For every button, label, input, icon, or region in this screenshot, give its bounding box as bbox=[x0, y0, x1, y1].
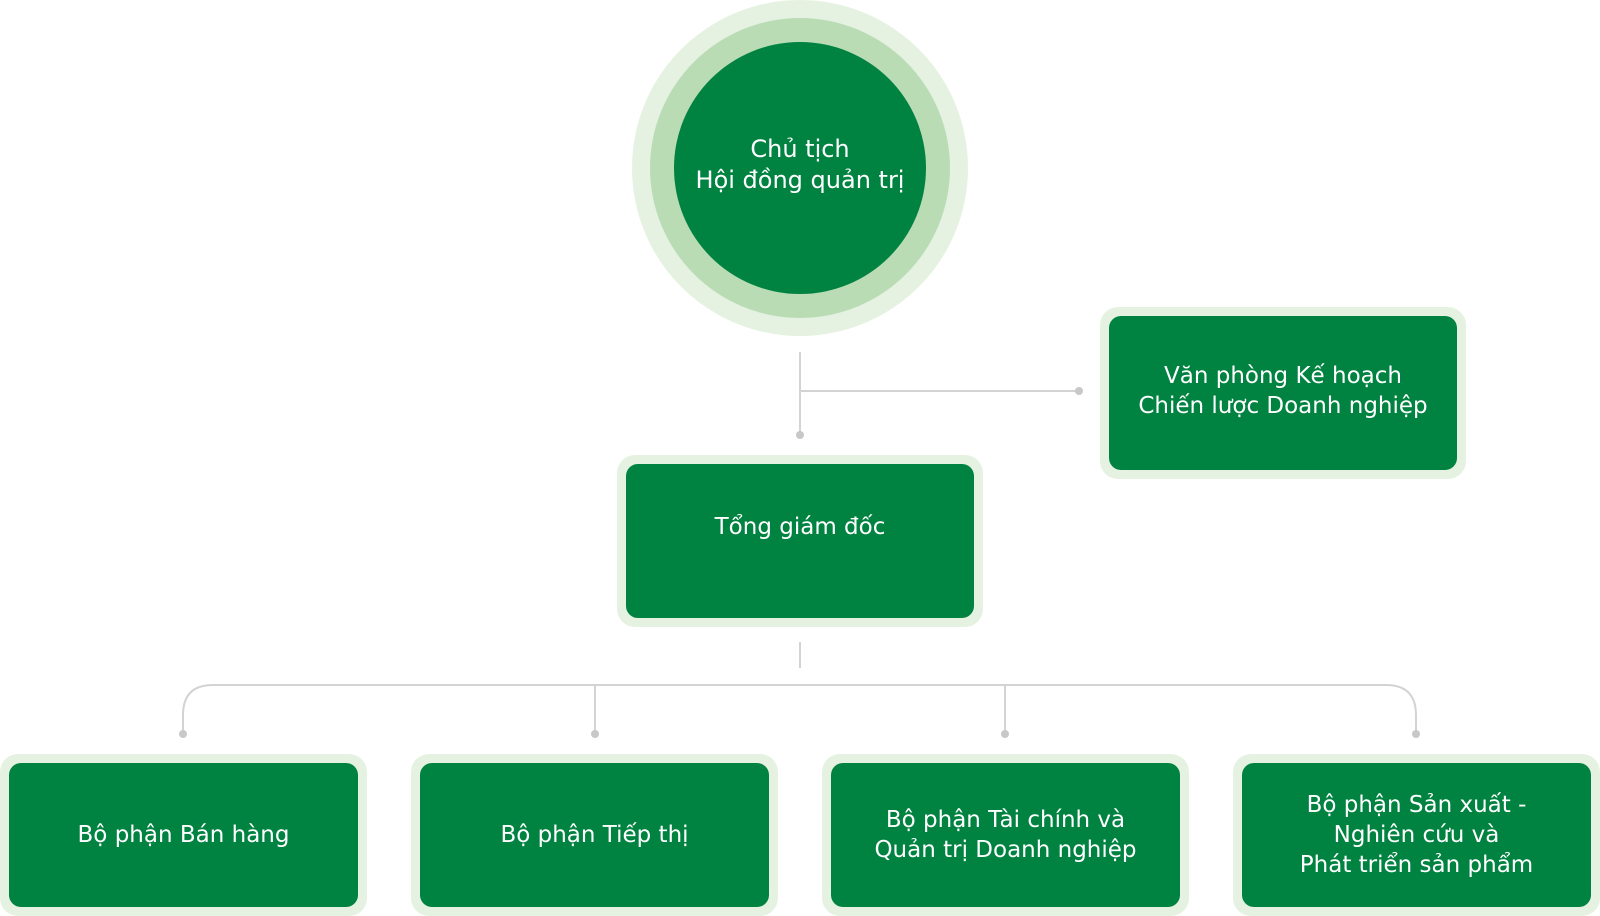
production-department-node[interactable]: Bộ phận Sản xuất - Nghiên cứu và Phát tr… bbox=[1233, 754, 1600, 916]
finance-department-label-line1: Bộ phận Tài chính và bbox=[885, 807, 1126, 833]
chairman-node[interactable]: Chủ tịch Hội đồng quản trị bbox=[674, 42, 926, 294]
sales-department-label: Bộ phận Bán hàng bbox=[77, 822, 290, 848]
ceo-label: Tổng giám đốc bbox=[714, 514, 886, 540]
marketing-department-box: Bộ phận Tiếp thị bbox=[420, 763, 769, 907]
marketing-connector-dot bbox=[591, 730, 599, 738]
strategy-office-label-line1: Văn phòng Kế hoạch bbox=[1164, 363, 1402, 389]
strategy-office-box: Văn phòng Kế hoạch Chiến lược Doanh nghi… bbox=[1109, 316, 1457, 470]
finance-department-label-line2: Quản trị Doanh nghiệp bbox=[874, 837, 1137, 863]
department-bus-line bbox=[182, 684, 1417, 732]
production-connector-dot bbox=[1412, 730, 1420, 738]
chairman-board-name: Hội đồng quản trị bbox=[695, 166, 905, 194]
sales-department-box: Bộ phận Bán hàng bbox=[9, 763, 358, 907]
ceo-node[interactable]: Tổng giám đốc bbox=[617, 455, 983, 627]
strategy-office-label-line2: Chiến lược Doanh nghiệp bbox=[1138, 393, 1428, 419]
ceo-connector-dot bbox=[796, 431, 804, 439]
ceo-box: Tổng giám đốc bbox=[626, 464, 974, 618]
production-department-label-line1: Bộ phận Sản xuất - bbox=[1306, 792, 1527, 818]
production-department-label-line3: Phát triển sản phẩm bbox=[1299, 852, 1534, 878]
strategy-office-node[interactable]: Văn phòng Kế hoạch Chiến lược Doanh nghi… bbox=[1100, 307, 1466, 479]
finance-department-node[interactable]: Bộ phận Tài chính và Quản trị Doanh nghi… bbox=[822, 754, 1189, 916]
marketing-department-node[interactable]: Bộ phận Tiếp thị bbox=[411, 754, 778, 916]
marketing-department-label: Bộ phận Tiếp thị bbox=[500, 822, 689, 848]
sales-department-node[interactable]: Bộ phận Bán hàng bbox=[0, 754, 367, 916]
chairman-title: Chủ tịch bbox=[750, 135, 850, 163]
production-department-box: Bộ phận Sản xuất - Nghiên cứu và Phát tr… bbox=[1242, 763, 1591, 907]
production-department-label-line2: Nghiên cứu và bbox=[1333, 822, 1500, 848]
sales-connector-dot bbox=[179, 730, 187, 738]
strategy-office-connector-dot bbox=[1075, 387, 1083, 395]
finance-department-box: Bộ phận Tài chính và Quản trị Doanh nghi… bbox=[831, 763, 1180, 907]
finance-connector-dot bbox=[1001, 730, 1009, 738]
